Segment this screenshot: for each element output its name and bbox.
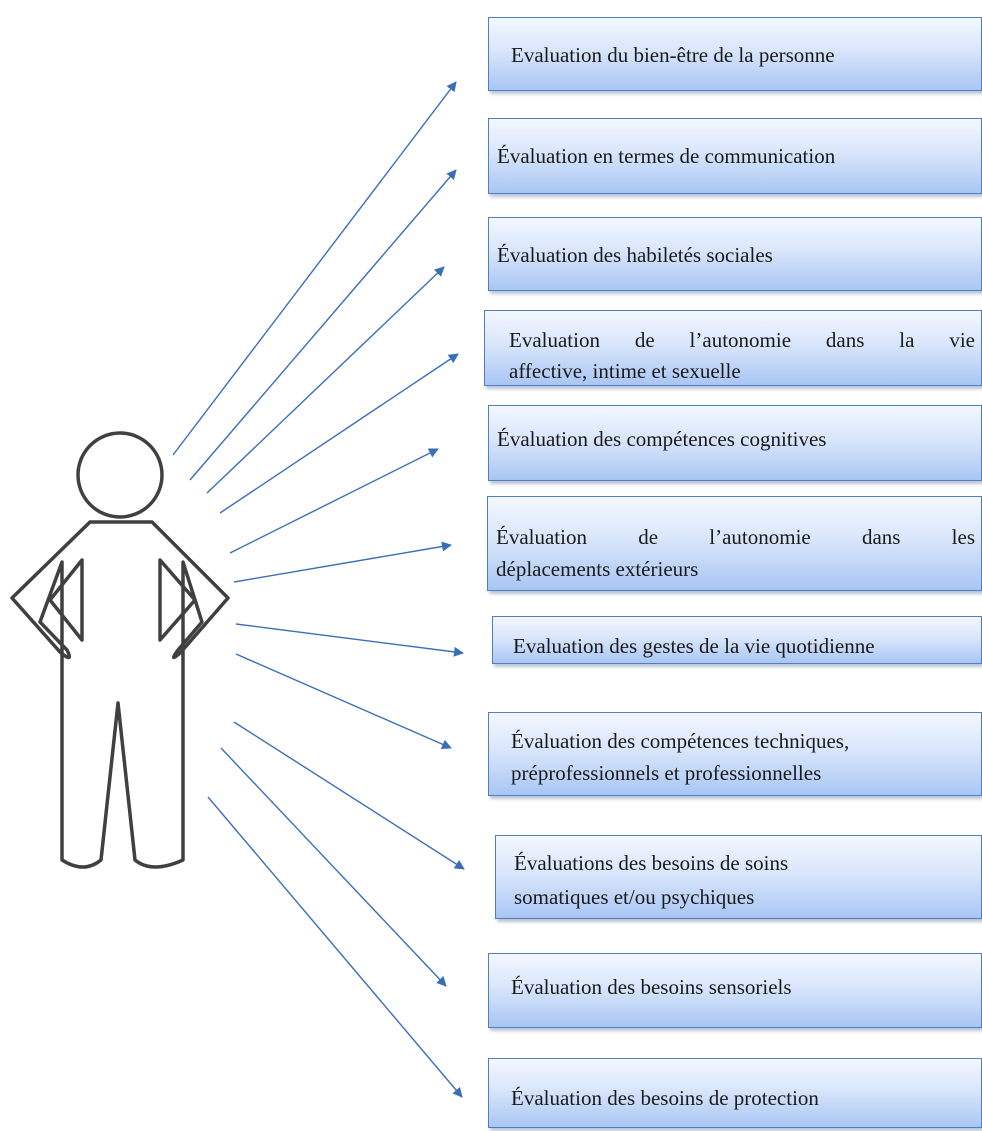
assessment-label: Évaluation de l’autonomie dans les (496, 525, 975, 549)
assessment-label-line2: déplacements extérieurs (496, 557, 699, 581)
connector-arrows (172, 81, 465, 1098)
assessment-label-line2: affective, intime et sexuelle (509, 359, 741, 383)
assessment-label: Évaluation des compétences techniques, (511, 729, 850, 753)
arrow-5 (229, 448, 439, 554)
assessment-box-10: Évaluation des besoins sensoriels (488, 953, 982, 1028)
arrow-1 (172, 81, 457, 456)
person-standing-hands-on-hips-icon (10, 431, 230, 869)
assessment-box-3: Évaluation des habiletés sociales (488, 217, 982, 291)
assessment-label: Evaluation de l’autonomie dans la vie (509, 328, 975, 352)
assessment-label-line2: somatiques et/ou psychiques (514, 885, 755, 909)
assessment-label: Évaluation des besoins de protection (511, 1086, 819, 1110)
assessment-box-9: Évaluations des besoins de soins somatiq… (495, 835, 982, 919)
arrow-11 (207, 796, 463, 1098)
assessment-label: Évaluation des besoins sensoriels (511, 975, 792, 999)
arrow-3 (206, 266, 445, 494)
arrow-8 (235, 653, 452, 749)
assessment-label: Évaluations des besoins de soins (514, 851, 789, 875)
assessment-label: Evaluation du bien-être de la personne (511, 43, 835, 67)
assessment-box-2: Évaluation en termes de communication (488, 118, 982, 194)
assessment-label: Evaluation des gestes de la vie quotidie… (513, 634, 875, 658)
assessment-label-line2: préprofessionnels et professionnelles (511, 761, 822, 785)
assessment-label: Évaluation des habiletés sociales (497, 243, 773, 267)
arrow-6 (233, 541, 452, 583)
assessment-box-6: Évaluation de l’autonomie dans les dépla… (487, 496, 982, 591)
arrow-4 (219, 353, 459, 514)
assessment-box-4: Evaluation de l’autonomie dans la vie af… (484, 310, 982, 386)
assessment-box-7: Evaluation des gestes de la vie quotidie… (492, 616, 982, 664)
arrow-9 (233, 721, 465, 870)
assessment-box-5: Évaluation des compétences cognitives (488, 405, 982, 481)
assessment-box-8: Évaluation des compétences techniques, p… (488, 712, 982, 796)
arrow-2 (189, 169, 457, 481)
assessment-label: Évaluation des compétences cognitives (497, 427, 827, 451)
arrow-10 (220, 747, 447, 987)
assessment-label: Évaluation en termes de communication (497, 144, 836, 168)
assessment-box-11: Évaluation des besoins de protection (488, 1058, 982, 1128)
arrow-7 (235, 623, 464, 657)
assessment-box-1: Evaluation du bien-être de la personne (488, 17, 982, 91)
